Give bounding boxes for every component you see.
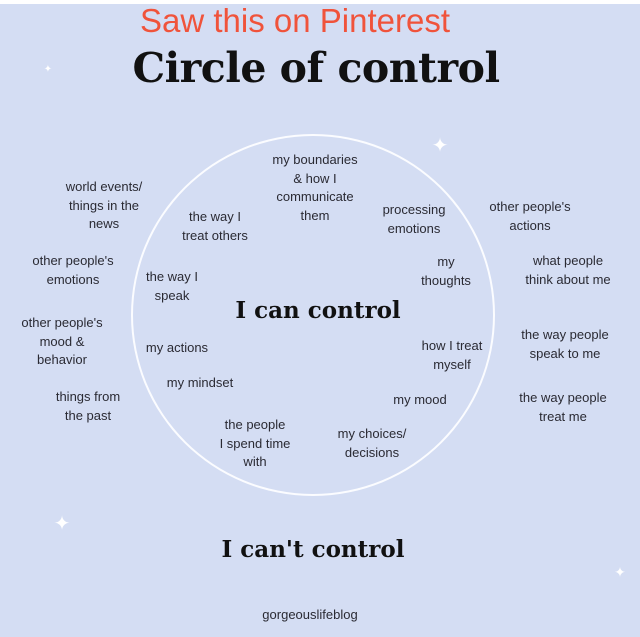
outside-item: things from the past: [55, 389, 121, 423]
outside-item: other people's actions: [489, 199, 571, 233]
control-circle: [131, 134, 495, 496]
inside-item: my choices/ decisions: [337, 426, 407, 460]
inside-item: my mood: [393, 392, 447, 407]
inside-item: how I treat myself: [421, 338, 483, 372]
outside-label: I can't control: [221, 536, 405, 563]
inside-item: my actions: [145, 340, 209, 355]
inside-item: my boundaries & how I communicate them: [272, 152, 358, 223]
inside-item: processing emotions: [382, 202, 446, 236]
inside-item: the people I spend time with: [219, 417, 291, 470]
inside-item: the way I treat others: [182, 209, 248, 243]
inside-label: I can control: [235, 297, 401, 324]
outside-item: the way people speak to me: [521, 327, 609, 361]
outside-item: what people think about me: [525, 253, 611, 287]
inside-item: the way I speak: [145, 269, 199, 303]
poster-title: Circle of control: [132, 44, 500, 92]
sparkle-icon: ✦: [53, 513, 71, 535]
outside-item: world events/ things in the news: [65, 179, 143, 232]
inside-item: my mindset: [166, 375, 234, 390]
inside-item: my thoughts: [421, 254, 471, 288]
sparkle-icon: ✦: [614, 564, 626, 580]
outside-item: the way people treat me: [519, 390, 607, 424]
banner-text: Saw this on Pinterest: [140, 2, 450, 39]
outside-item: other people's mood & behavior: [21, 315, 103, 368]
outside-item: other people's emotions: [32, 253, 114, 287]
sparkle-icon: ✦: [43, 64, 53, 75]
sparkle-icon: ✦: [431, 135, 449, 157]
credit-text: gorgeouslifeblog: [262, 607, 358, 622]
